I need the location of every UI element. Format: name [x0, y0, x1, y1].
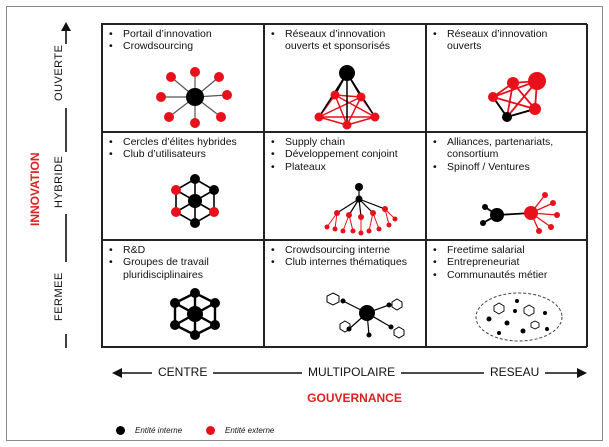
- legend-internal: Entité interne: [116, 426, 183, 436]
- horizontal-axis-title: GOUVERNANCE: [307, 391, 402, 405]
- axis-label-reseau: RESEAU: [484, 365, 546, 379]
- list-item: Réseaux d’innovation ouverts et sponsori…: [271, 28, 421, 53]
- cell-hybride-reseau: Alliances, partenariats, consortium Spin…: [426, 132, 588, 240]
- list-item: Portail d’innovation: [109, 28, 259, 41]
- cell-hybride-centre: Cercles d’élites hybrides Club d’utilisa…: [102, 132, 264, 240]
- legend-external: Entité externe: [206, 426, 275, 436]
- list-item: Crowdsourcing interne: [271, 244, 421, 257]
- star-network-icon: [156, 67, 232, 128]
- alliance-network-icon: [480, 192, 560, 234]
- cell-ouverte-centre: Portail d’innovation Crowdsourcing: [102, 24, 264, 132]
- cell-fermee-reseau: Freetime salarial Entrepreneuriat Commun…: [426, 240, 588, 347]
- vertical-axis-title: INNOVATION: [28, 152, 42, 226]
- axis-label-ouverte: OUVERTE: [53, 44, 65, 101]
- open-network-icon: [488, 72, 546, 122]
- sponsored-network-icon: [314, 65, 380, 130]
- internal-clubs-network-icon: [326, 292, 405, 339]
- cell-fermee-multipolaire: Crowdsourcing interne Club internes thém…: [264, 240, 426, 347]
- list-item: R&D: [109, 244, 259, 257]
- community-network-icon: [475, 292, 563, 342]
- list-item: Réseaux d’innovation ouverts: [433, 28, 583, 53]
- list-item: Cercles d’élites hybrides: [109, 136, 259, 149]
- cell-hybride-multipolaire: Supply chain Développement conjoint Plat…: [264, 132, 426, 240]
- matrix-grid: Portail d’innovation Crowdsourcing Résea…: [101, 23, 588, 348]
- list-item: Spinoff / Ventures: [433, 161, 583, 174]
- list-item: Entrepreneuriat: [433, 256, 583, 269]
- axis-label-hybride: HYBRIDE: [53, 155, 65, 208]
- list-item: Freetime salarial: [433, 244, 583, 257]
- cell-ouverte-reseau: Réseaux d’innovation ouverts: [426, 24, 588, 132]
- list-item: Crowdsourcing: [109, 40, 259, 53]
- legend-external-label: Entité externe: [225, 426, 275, 435]
- axis-label-fermee: FERMEE: [53, 272, 65, 321]
- external-entity-icon: [206, 426, 215, 436]
- hexagon-network-icon: [171, 174, 219, 228]
- list-item: Plateaux: [271, 161, 421, 174]
- tree-network-icon: [324, 183, 398, 236]
- axis-label-multipolaire: MULTIPOLAIRE: [302, 365, 402, 379]
- list-item: Groupes de travail pluridisciplinaires: [109, 256, 259, 281]
- horizontal-axis: CENTRE MULTIPOLAIRE RESEAU: [112, 364, 587, 382]
- figure-frame: [6, 6, 603, 441]
- list-item: Développement conjoint: [271, 148, 421, 161]
- list-item: Communautés métier: [433, 269, 583, 282]
- list-item: Club internes thématiques: [271, 256, 421, 269]
- axis-label-centre: CENTRE: [152, 365, 214, 379]
- list-item: Supply chain: [271, 136, 421, 149]
- closed-hexagon-network-icon: [170, 288, 220, 340]
- internal-entity-icon: [116, 426, 125, 436]
- cell-ouverte-multipolaire: Réseaux d’innovation ouverts et sponsori…: [264, 24, 426, 132]
- legend-internal-label: Entité interne: [135, 426, 183, 435]
- list-item: Club d’utilisateurs: [109, 148, 259, 161]
- cell-fermee-centre: R&D Groupes de travail pluridisciplinair…: [102, 240, 264, 347]
- list-item: Alliances, partenariats, consortium: [433, 136, 583, 161]
